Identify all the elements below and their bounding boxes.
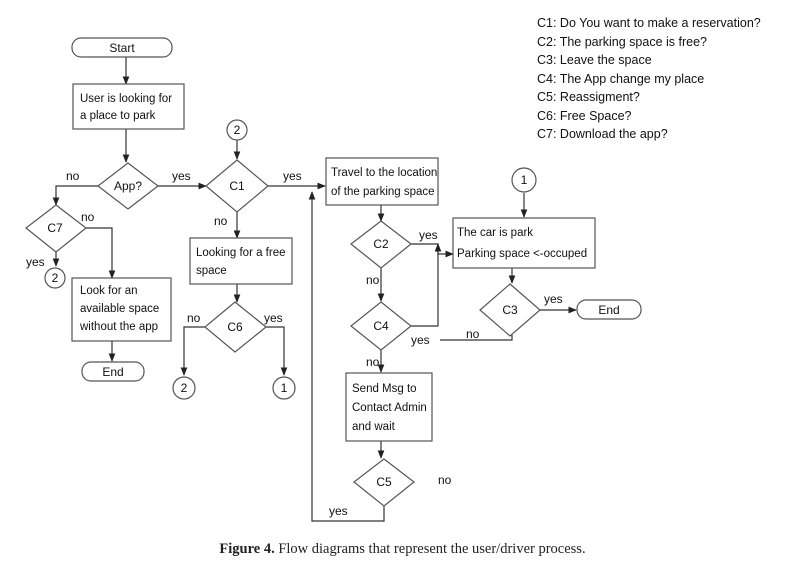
label-c1-no: no — [214, 214, 228, 228]
node-c7-decision: C7 — [25, 204, 87, 253]
svg-text:C1: C1 — [229, 179, 245, 193]
svg-text:Contact Admin: Contact Admin — [352, 402, 427, 414]
label-c4-no: no — [366, 355, 380, 369]
legend-c6: C6: Free Space? — [537, 108, 632, 123]
svg-text:Looking for a free: Looking for a free — [196, 247, 286, 259]
label-c7-no: no — [81, 210, 95, 224]
connector-c6-no: 2 — [172, 376, 196, 400]
node-end-right: End — [576, 299, 642, 320]
svg-text:C4: C4 — [373, 319, 389, 333]
svg-text:Look for an: Look for an — [80, 285, 138, 297]
edge-c6-yes — [266, 326, 288, 376]
node-c5-decision: C5 — [353, 458, 415, 507]
edge-c4-car — [411, 243, 442, 327]
svg-text:Send Msg to: Send Msg to — [352, 383, 417, 395]
label-c1-yes: yes — [283, 169, 302, 183]
node-start: Start — [71, 37, 173, 58]
label-app-no: no — [66, 169, 80, 183]
node-c2-decision: C2 — [350, 220, 412, 269]
node-c6-decision: C6 — [204, 301, 267, 353]
edge-c7-look — [86, 227, 116, 279]
label-c3-no: no — [466, 327, 480, 341]
node-travel: Travel to the location of the parking sp… — [325, 157, 439, 206]
label-c6-yes: yes — [264, 311, 283, 325]
node-c1-decision: C1 — [205, 159, 269, 213]
node-look-available: Look for an available space without the … — [71, 277, 172, 342]
node-app-decision: App? — [97, 162, 159, 210]
legend-c4: C4: The App change my place — [537, 71, 705, 86]
edges — [52, 57, 577, 522]
svg-text:App?: App? — [114, 179, 142, 193]
legend-c5: C5: Reassigment? — [537, 90, 640, 104]
label-c7-yes: yes — [26, 255, 45, 269]
label-c6-no: no — [187, 311, 201, 325]
svg-text:End: End — [598, 303, 619, 317]
node-looking-free: Looking for a free space — [189, 237, 293, 285]
label-c5-yes: yes — [329, 504, 348, 518]
node-car-park: The car is park Parking space <-occuped — [452, 217, 596, 269]
figure-caption: Figure 4. Flow diagrams that represent t… — [0, 541, 805, 558]
node-end-left: End — [81, 361, 145, 382]
label-c5-no: no — [438, 473, 452, 487]
legend-c3: C3: Leave the space — [537, 53, 652, 67]
svg-text:The car is park: The car is park — [457, 227, 533, 239]
svg-text:space: space — [196, 265, 227, 277]
label-c3-yes: yes — [544, 292, 563, 306]
edge-c3-no — [440, 335, 513, 341]
svg-text:2: 2 — [181, 381, 188, 395]
connector-right-top: 1 — [511, 167, 537, 193]
svg-text:End: End — [102, 365, 123, 379]
svg-text:C6: C6 — [227, 320, 243, 334]
svg-text:C3: C3 — [502, 303, 518, 317]
label-app-yes: yes — [172, 169, 191, 183]
label-c2-yes: yes — [419, 228, 438, 242]
svg-text:C7: C7 — [47, 221, 63, 235]
edge-labels: no yes yes no no yes no yes yes no yes n… — [26, 169, 563, 518]
svg-text:of the parking space: of the parking space — [331, 186, 435, 198]
label-c4-yes: yes — [411, 333, 430, 347]
caption-label: Figure 4. — [219, 541, 275, 557]
node-send-msg: Send Msg to Contact Admin and wait — [345, 372, 433, 442]
svg-text:Parking space <-occuped: Parking space <-occuped — [457, 248, 587, 260]
connector-c2-top: 2 — [226, 119, 248, 141]
svg-text:Travel to the location: Travel to the location — [331, 167, 437, 179]
svg-text:1: 1 — [521, 173, 528, 187]
legend-c2: C2: The parking space is free? — [537, 34, 708, 49]
legend-c1: C1: Do You want to make a reservation? — [537, 16, 761, 30]
label-c2-no: no — [366, 273, 380, 287]
svg-text:and wait: and wait — [352, 421, 396, 433]
svg-text:C2: C2 — [373, 237, 389, 251]
connector-c6-yes: 1 — [272, 376, 296, 400]
svg-text:2: 2 — [234, 123, 241, 137]
legend-c7: C7: Download the app? — [537, 127, 668, 141]
edge-c2-car — [411, 243, 454, 258]
svg-text:1: 1 — [281, 381, 288, 395]
node-c3-decision: C3 — [479, 283, 541, 337]
caption-text: Flow diagrams that represent the user/dr… — [274, 541, 586, 557]
node-c4-decision: C4 — [350, 301, 412, 351]
svg-text:a place to park: a place to park — [80, 110, 156, 122]
svg-text:2: 2 — [52, 271, 59, 285]
condition-legend: C1: Do You want to make a reservation? C… — [537, 14, 761, 144]
edge-c5-yes — [308, 191, 385, 522]
edge-app-c7 — [52, 185, 98, 206]
svg-text:User is looking for: User is looking for — [80, 93, 172, 105]
svg-text:available space: available space — [80, 303, 159, 315]
svg-text:Start: Start — [109, 41, 135, 55]
svg-text:C5: C5 — [376, 475, 392, 489]
svg-text:without the app: without the app — [79, 321, 158, 333]
edge-c6-no — [180, 326, 205, 376]
node-user-looking: User is looking for a place to park — [72, 83, 185, 130]
connector-c7-yes: 2 — [44, 267, 66, 289]
